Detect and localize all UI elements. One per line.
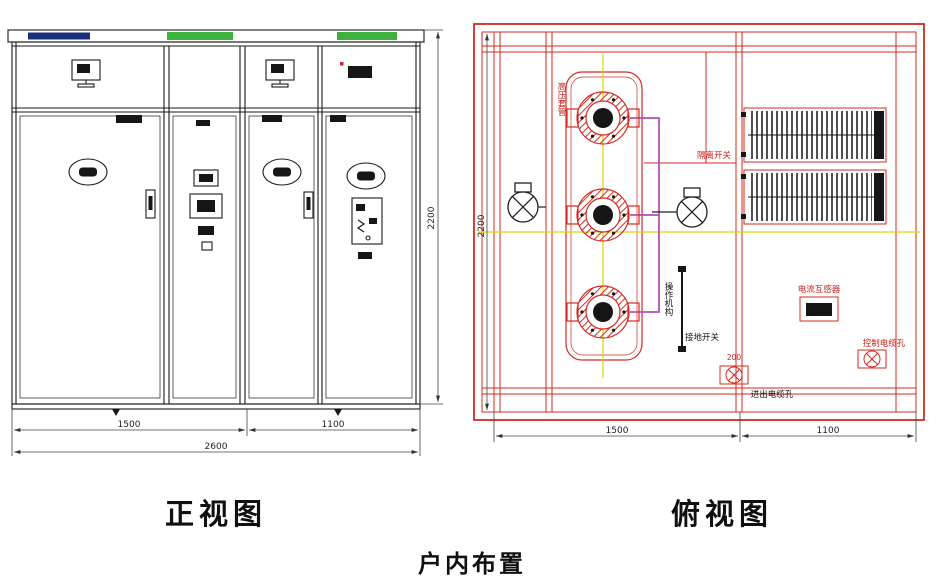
nameplate-far-right [330, 115, 346, 122]
cabinet-body [11, 41, 421, 405]
resistor-bank-lower [741, 169, 887, 225]
nameplate-middle [196, 120, 210, 126]
bushing-phase-a [566, 91, 640, 145]
label-bushing: 高压套管 [556, 81, 566, 117]
door-left [19, 115, 161, 399]
label-disconnector: 隔离开关 [697, 150, 732, 161]
label-control-cable-hole: 控制电缆孔 [863, 338, 906, 349]
busbar-link [630, 117, 660, 313]
pole-enclosure [565, 71, 643, 361]
front-dim-total-width: 2600 [205, 442, 228, 452]
dim-cable-hole: 200 [727, 353, 742, 362]
front-dimension-lines [11, 29, 443, 456]
foot-arrow-right [334, 409, 342, 416]
breaker-indicator-window [351, 197, 383, 259]
top-dim-right-width: 1100 [817, 426, 840, 436]
label-inout-cable-hole: 进出电缆孔 [751, 389, 794, 400]
meter-window [348, 66, 372, 78]
brand-plate [28, 32, 90, 40]
cabinet-base [11, 403, 421, 410]
foot-arrow-left [112, 409, 120, 416]
current-transformer-box [799, 296, 839, 322]
hmi-display-right [265, 59, 295, 88]
indicator-lamp [340, 62, 344, 66]
bushing-phase-c [566, 285, 640, 339]
door-handle-far-right [346, 162, 386, 190]
door-middle [172, 115, 237, 399]
nameplate-left [116, 115, 142, 123]
top-dim-depth: 2200 [477, 214, 487, 237]
top-dim-left-width: 1500 [606, 426, 629, 436]
operating-mechanism-right [676, 187, 708, 228]
top-dimension-lines [485, 34, 917, 442]
control-panel-cluster [189, 169, 223, 251]
top-view-title: 俯视图 [671, 497, 773, 531]
resistor-bank-upper [741, 107, 887, 163]
door-handle-left [68, 158, 108, 186]
vent-strip-left [167, 32, 233, 40]
front-dim-height: 2200 [427, 206, 437, 229]
label-earth-switch: 接地开关 [685, 332, 720, 343]
front-dim-left-width: 1500 [118, 420, 141, 430]
operating-mechanism-left [507, 182, 539, 223]
front-view: 1500 1100 2600 2200 [7, 29, 443, 456]
drawing-caption: 户内布置 [418, 550, 526, 578]
door-right [248, 115, 315, 399]
earth-switch-linkage [678, 266, 686, 352]
cable-hole-left [719, 365, 749, 385]
hmi-display-left [71, 59, 101, 88]
slot-handle-right [303, 191, 314, 219]
top-view: 高压套管 隔离开关 操作机构 接地开关 电流互感器 控制电缆孔 进出电缆孔 20… [473, 23, 925, 442]
cable-hole-right [857, 349, 887, 369]
label-current-transformer: 电流互感器 [798, 284, 841, 295]
front-view-title: 正视图 [165, 497, 267, 531]
door-handle-right [262, 158, 302, 186]
door-far-right [325, 115, 413, 399]
top-view-frame [473, 23, 925, 421]
front-dim-right-width: 1100 [322, 420, 345, 430]
slot-handle-left [145, 189, 156, 219]
nameplate-right [262, 115, 282, 122]
label-mechanism: 操作机构 [663, 281, 673, 317]
bushing-phase-b [566, 188, 640, 242]
vent-strip-right [337, 32, 397, 40]
